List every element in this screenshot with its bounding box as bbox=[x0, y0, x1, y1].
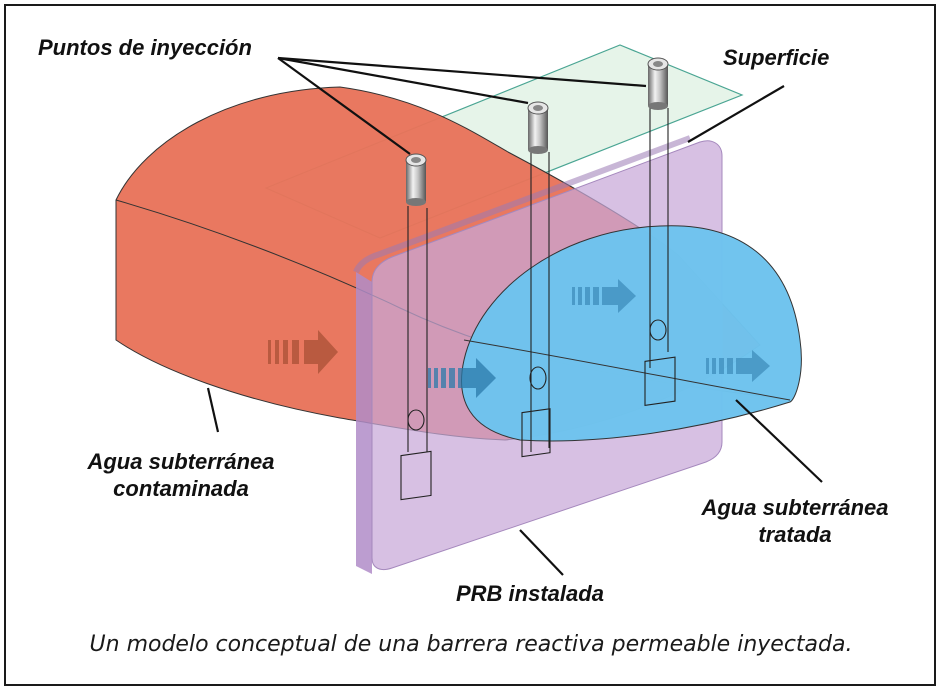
flow-arrow-barrier bbox=[428, 358, 496, 398]
leader-lines bbox=[206, 56, 823, 576]
label-surface: Superficie bbox=[723, 45, 830, 70]
label-prb-installed: PRB instalada bbox=[456, 581, 604, 606]
label-treated-line2: tratada bbox=[758, 522, 832, 547]
leader-treated bbox=[735, 399, 823, 483]
flow-arrow-treated-1 bbox=[572, 279, 636, 313]
treated-plume-edge bbox=[463, 339, 791, 401]
flow-arrow-contaminated bbox=[268, 330, 338, 374]
treated-plume bbox=[461, 225, 802, 442]
leader-prb bbox=[519, 529, 564, 576]
prb-barrier-side bbox=[356, 272, 372, 574]
injection-well-1 bbox=[400, 206, 432, 501]
label-injection-points: Puntos de inyección bbox=[38, 35, 252, 60]
injection-pipe-1 bbox=[405, 153, 427, 206]
label-treated-groundwater: Agua subterránea tratada bbox=[660, 494, 930, 548]
leader-surface bbox=[687, 85, 785, 143]
label-treated-line1: Agua subterránea bbox=[701, 495, 889, 520]
injection-well-3 bbox=[644, 106, 676, 406]
leader-contaminated bbox=[206, 387, 220, 433]
leader-injection-2 bbox=[277, 56, 529, 105]
injection-well-2 bbox=[521, 150, 551, 458]
leader-injection-1 bbox=[277, 57, 411, 155]
injection-pipe-2 bbox=[527, 101, 549, 154]
prb-barrier-top-edge bbox=[353, 135, 692, 274]
label-contaminated-groundwater: Agua subterránea contaminada bbox=[46, 448, 316, 502]
label-contaminated-line1: Agua subterránea bbox=[87, 449, 275, 474]
injection-pipe-3 bbox=[647, 57, 669, 110]
figure-caption: Un modelo conceptual de una barrera reac… bbox=[89, 632, 853, 657]
flow-arrow-treated-2 bbox=[706, 350, 770, 382]
leader-injection-3 bbox=[277, 56, 647, 88]
label-contaminated-line2: contaminada bbox=[113, 476, 249, 501]
